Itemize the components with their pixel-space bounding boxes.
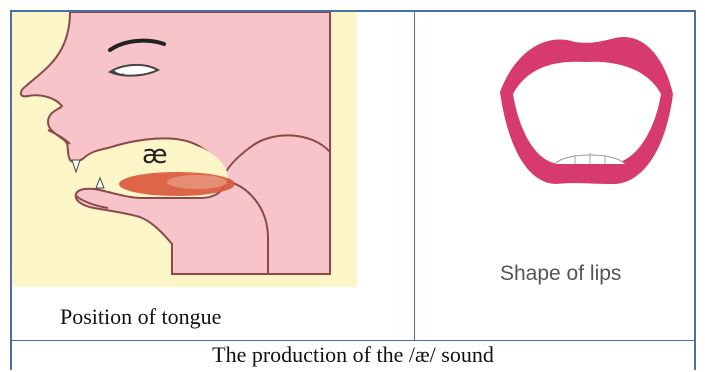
tongue-highlight: [167, 175, 227, 189]
lip-shape-panel: [415, 12, 694, 340]
open-mouth-icon: [415, 12, 694, 340]
vowel-symbol: æ: [142, 140, 168, 170]
head-profile-icon: [12, 12, 414, 340]
lips-caption: Shape of lips: [500, 262, 621, 286]
figure-caption: The production of the /æ/ sound: [10, 341, 696, 369]
tongue-caption: Position of tongue: [60, 304, 221, 330]
tongue-position-panel: [12, 12, 414, 340]
